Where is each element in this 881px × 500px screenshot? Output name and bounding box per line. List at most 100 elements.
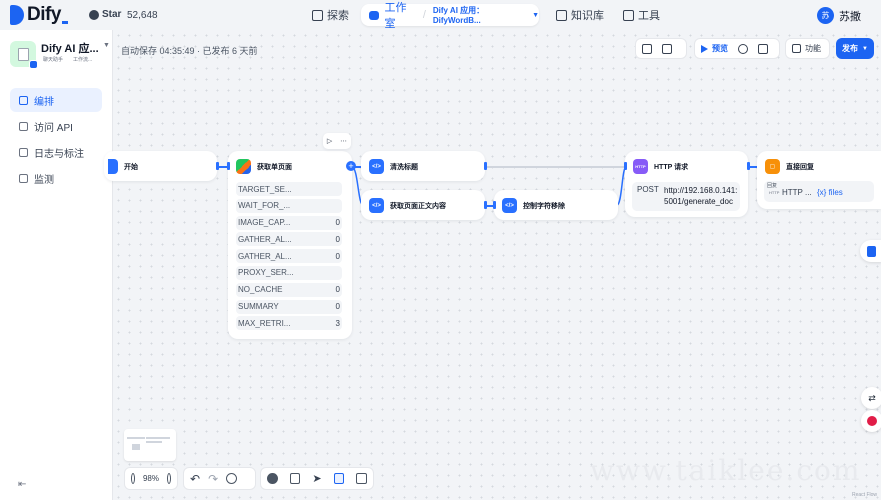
node-title: 开始 xyxy=(124,163,138,171)
avatar: 苏 xyxy=(817,7,834,24)
zoom-level[interactable]: 98% xyxy=(142,474,159,483)
features-button[interactable]: 功能 xyxy=(785,38,830,59)
node-source-handle[interactable] xyxy=(747,162,750,170)
preview-button[interactable]: 预览 xyxy=(712,44,728,53)
organize-icon[interactable] xyxy=(356,473,367,484)
chevron-down-icon[interactable]: ▼ xyxy=(103,42,110,49)
sidebar-item-logs[interactable]: 日志与标注 xyxy=(10,140,102,164)
react-flow-attribution[interactable]: React Flow xyxy=(852,492,878,498)
nav-explore[interactable]: 探索 xyxy=(312,5,349,25)
answer-content: 回复 HTTP HTTP ... {x} files xyxy=(764,181,874,202)
param-list: TARGET_SE... WAIT_FOR_... IMAGE_CAP...0 … xyxy=(236,182,342,333)
param-name: PROXY_SER... xyxy=(238,268,294,278)
code-icon: </> xyxy=(369,198,384,213)
zoom-controls: 98% xyxy=(124,467,178,490)
nav-studio[interactable]: 工作室 / Dify AI 应用：DifyWordB... ▼ xyxy=(361,2,539,30)
workflow-canvas[interactable] xyxy=(113,30,881,500)
plugin-icon xyxy=(236,159,251,174)
app-document-icon xyxy=(10,41,38,69)
param-name: SUMMARY xyxy=(238,302,279,312)
redo-icon[interactable]: ↷ xyxy=(208,471,219,486)
tools-icon xyxy=(623,9,634,21)
http-small-icon: HTTP xyxy=(769,190,780,195)
sidebar-item-monitor[interactable]: 监测 xyxy=(10,166,102,190)
http-method: POST xyxy=(637,185,659,194)
sidebar-item-orchestrate[interactable]: 编排 xyxy=(10,88,102,112)
workflow-badge-icon xyxy=(29,60,38,69)
sidebar-item-label: 访问 API xyxy=(34,122,73,134)
assistant-icon[interactable] xyxy=(860,240,881,262)
sidebar: Dify AI 应... ▼ 聊天助手 工作流... 编排 访问 API 日志与… xyxy=(0,30,113,500)
play-icon xyxy=(701,44,708,53)
node-clean-title[interactable]: </> 清洗标题 xyxy=(361,151,485,181)
compass-icon xyxy=(312,9,323,21)
history-icon[interactable] xyxy=(738,43,748,54)
autosave-status: 自动保存 04:35:49 · 已发布 6 天前 xyxy=(121,46,258,56)
node-http-request[interactable]: HTTP HTTP 请求 POST http://192.168.0.141: … xyxy=(625,151,748,217)
run-toolbar: 预览 xyxy=(694,38,780,59)
sidebar-item-label: 监测 xyxy=(34,174,54,186)
github-star-label: Star xyxy=(102,9,122,20)
checklist-icon[interactable] xyxy=(758,43,768,54)
param-name: GATHER_AL... xyxy=(238,234,292,244)
app-name: Dify AI 应... xyxy=(41,43,99,55)
node-source-handle[interactable] xyxy=(484,201,487,209)
pointer-icon[interactable]: ➤ xyxy=(312,473,322,485)
nav-tools[interactable]: 工具 xyxy=(623,5,660,25)
note-icon[interactable] xyxy=(289,473,301,484)
home-icon xyxy=(108,159,118,174)
minimap-node xyxy=(132,444,140,450)
edge-http-answer xyxy=(748,166,758,168)
collapse-sidebar-icon[interactable]: ⇤ xyxy=(18,479,27,490)
doc-icon xyxy=(19,147,28,157)
features-label: 功能 xyxy=(805,44,821,53)
translate-icon[interactable]: ⇄ xyxy=(861,387,881,409)
node-title: 直接回复 xyxy=(786,163,814,171)
http-request-summary: POST http://192.168.0.141: 5001/generate… xyxy=(632,182,740,211)
hand-icon[interactable] xyxy=(333,473,345,484)
publish-button[interactable]: 发布 ▼ xyxy=(836,38,874,59)
node-get-body[interactable]: </> 获取页面正文内容 xyxy=(361,190,485,220)
node-source-handle[interactable] xyxy=(216,162,219,170)
minimap[interactable] xyxy=(124,429,176,461)
app-selector[interactable]: Dify AI 应... ▼ 聊天助手 工作流... xyxy=(10,40,110,69)
top-bar: Dify Star 52,648 探索 工作室 / Dify AI 应用：Dif… xyxy=(0,0,881,30)
sidebar-item-api[interactable]: 访问 API xyxy=(10,114,102,138)
param-row: TARGET_SE... xyxy=(236,182,342,196)
env-variables-icon[interactable] xyxy=(662,43,672,54)
edge-body-strip xyxy=(485,205,495,207)
dify-logo[interactable]: Dify xyxy=(10,4,68,25)
param-row: GATHER_AL...0 xyxy=(236,232,342,247)
layout-icon xyxy=(19,95,28,105)
add-block-icon[interactable] xyxy=(267,473,278,484)
app-breadcrumb[interactable]: Dify AI 应用：DifyWordB... xyxy=(432,6,485,25)
nav-knowledge-label: 知识库 xyxy=(571,10,604,22)
node-target-handle[interactable] xyxy=(624,162,627,170)
checklist-icon[interactable] xyxy=(642,43,652,54)
chevron-down-icon[interactable]: ▼ xyxy=(532,11,539,19)
node-target-handle[interactable] xyxy=(227,162,230,170)
node-target-handle[interactable] xyxy=(493,201,496,209)
user-menu[interactable]: 苏 苏撒 xyxy=(817,7,861,24)
github-star-button[interactable]: Star xyxy=(89,9,121,20)
run-node-icon[interactable]: ▷ xyxy=(326,138,333,145)
history-icon[interactable] xyxy=(226,473,238,484)
node-direct-answer[interactable]: ▢ 直接回复 回复 HTTP HTTP ... {x} files xyxy=(757,151,881,209)
undo-icon[interactable]: ↶ xyxy=(190,471,201,486)
more-icon[interactable]: ⋯ xyxy=(340,138,348,145)
sidebar-item-label: 编排 xyxy=(34,96,54,108)
node-strip-control-chars[interactable]: </> 控制字符移除 xyxy=(494,190,618,220)
nav-knowledge[interactable]: 知识库 xyxy=(556,5,604,25)
node-start[interactable]: 开始 xyxy=(104,151,217,181)
plugin-float-icon[interactable] xyxy=(861,410,881,432)
grid-icon xyxy=(792,44,801,53)
zoom-out-icon[interactable] xyxy=(131,473,135,484)
node-fetch-page[interactable]: 获取单页面 TARGET_SE... WAIT_FOR_... IMAGE_CA… xyxy=(228,151,352,339)
github-icon xyxy=(89,9,99,20)
chevron-down-icon: ▼ xyxy=(862,45,868,52)
add-node-plus-icon[interactable]: + xyxy=(346,161,356,171)
node-source-handle[interactable] xyxy=(484,162,487,170)
param-name: NO_CACHE xyxy=(238,285,283,295)
zoom-in-icon[interactable] xyxy=(167,473,171,484)
